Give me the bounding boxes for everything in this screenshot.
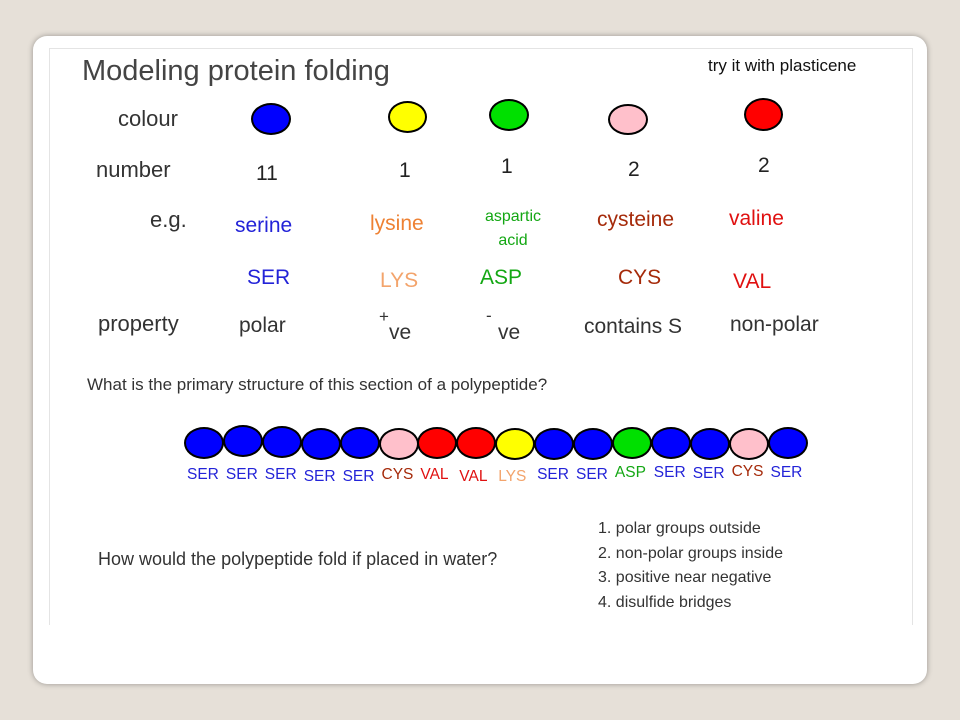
question-folding: How would the polypeptide fold if placed… — [98, 549, 498, 569]
chain-bead — [261, 426, 302, 458]
chain-bead — [650, 427, 691, 459]
slide: Modeling protein folding try it with pla… — [49, 48, 913, 625]
abbr-ser: SER — [247, 266, 291, 289]
slide-subtitle: try it with plasticene — [708, 56, 857, 75]
chain-bead — [300, 428, 341, 460]
abbr-lys: LYS — [380, 269, 419, 292]
answer-item: 2. non-polar groups inside — [598, 544, 784, 562]
chain-bead — [573, 428, 613, 460]
property-cysteine: contains S — [584, 315, 683, 338]
property-lysine: ve — [389, 321, 412, 344]
abbr-val: VAL — [733, 270, 772, 293]
chain-bead — [611, 427, 652, 459]
chain-bead-label: CYS — [731, 463, 764, 480]
colour-dot-pink — [608, 104, 648, 135]
property-aspartic: ve — [498, 321, 521, 344]
chain-bead-label: SER — [187, 466, 219, 483]
chain-bead-label: CYS — [381, 466, 414, 483]
chain-bead — [184, 427, 224, 459]
chain-bead-label: SER — [576, 466, 608, 483]
number-cysteine: 2 — [628, 158, 640, 181]
number-aspartic: 1 — [501, 155, 513, 178]
chain-bead-label: VAL — [420, 466, 449, 483]
example-valine: valine — [729, 207, 784, 230]
chain-bead-label: LYS — [498, 468, 527, 485]
property-valine: non-polar — [730, 313, 819, 336]
colour-dot-blue — [251, 103, 291, 135]
row-label-example: e.g. — [150, 207, 187, 232]
answer-item: 1. polar groups outside — [598, 520, 761, 537]
property-serine: polar — [239, 314, 286, 337]
number-lysine: 1 — [399, 159, 411, 182]
slide-title: Modeling protein folding — [82, 55, 390, 87]
chain-bead-label: SER — [264, 466, 297, 483]
chain-bead — [534, 428, 575, 460]
chain-bead-label: SER — [653, 464, 686, 481]
chain-bead — [495, 428, 536, 460]
number-serine: 11 — [256, 162, 278, 185]
chain-bead-label: VAL — [459, 468, 488, 485]
chain-bead — [456, 427, 497, 459]
row-label-number: number — [96, 157, 171, 182]
chain-bead-label: SER — [770, 464, 803, 481]
property-lysine-sign: + — [379, 307, 389, 326]
colour-dot-yellow — [388, 101, 427, 133]
number-valine: 2 — [758, 154, 770, 177]
question-primary-structure: What is the primary structure of this se… — [87, 375, 548, 394]
chain-bead-label: ASP — [614, 464, 646, 481]
chain-bead — [767, 427, 808, 459]
example-lysine: lysine — [370, 212, 424, 235]
chain-bead — [417, 427, 458, 459]
chain-bead — [222, 425, 263, 457]
chain-bead-label: SER — [303, 468, 336, 485]
chain-bead — [378, 428, 419, 460]
row-label-colour: colour — [118, 106, 178, 131]
example-aspartic-line2: acid — [498, 232, 528, 249]
colour-dot-red — [744, 98, 783, 131]
property-aspartic-sign: - — [486, 306, 492, 325]
answer-item: 4. disulfide bridges — [598, 593, 732, 611]
folding-answers-list: 1. polar groups outside 2. non-polar gro… — [598, 517, 783, 615]
example-aspartic: aspartic acid — [468, 205, 558, 253]
row-label-property: property — [98, 311, 179, 336]
chain-bead-label: SER — [342, 468, 375, 485]
chain-bead-label: SER — [537, 466, 569, 483]
example-serine: serine — [235, 214, 293, 237]
chain-bead — [339, 427, 380, 459]
answer-item: 3. positive near negative — [598, 569, 772, 586]
example-aspartic-line1: aspartic — [484, 208, 542, 225]
chain-bead — [689, 428, 730, 460]
colour-dot-green — [489, 99, 529, 131]
chain-bead-label: SER — [692, 465, 725, 482]
abbr-cys: CYS — [618, 266, 662, 289]
chain-bead — [728, 428, 769, 460]
example-cysteine: cysteine — [597, 208, 675, 231]
chain-bead-label: SER — [225, 466, 258, 483]
abbr-asp: ASP — [480, 266, 523, 289]
